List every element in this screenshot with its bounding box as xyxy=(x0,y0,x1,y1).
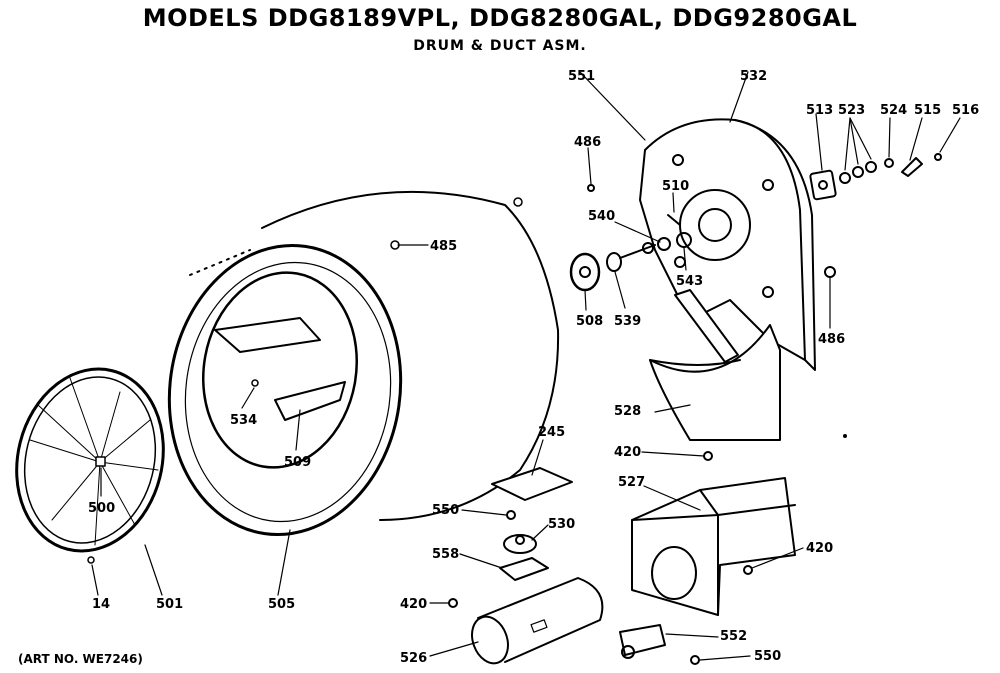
label-513: 513 xyxy=(806,103,833,118)
bracket-558 xyxy=(499,557,549,581)
speck xyxy=(843,434,847,438)
screw-486-right xyxy=(824,266,836,278)
pin-510 xyxy=(667,214,681,226)
washers-523 xyxy=(839,161,877,184)
plate-245 xyxy=(491,467,573,501)
label-558: 558 xyxy=(432,547,459,562)
label-245: 245 xyxy=(538,425,565,440)
label-532: 532 xyxy=(740,69,767,84)
leader-lines xyxy=(91,71,961,661)
label-550-lower: 550 xyxy=(754,649,781,664)
screw-486-upper xyxy=(587,184,595,192)
screw-420-right xyxy=(743,565,753,575)
ring-524 xyxy=(884,158,894,168)
drum xyxy=(167,190,560,536)
label-543: 543 xyxy=(676,274,703,289)
label-486-upper: 486 xyxy=(574,135,601,150)
roller-assembly-540 xyxy=(657,232,692,251)
exhaust-chute xyxy=(674,289,739,363)
label-527: 527 xyxy=(618,475,645,490)
label-524: 524 xyxy=(880,103,907,118)
label-500: 500 xyxy=(88,501,115,516)
label-486-right: 486 xyxy=(818,332,845,347)
shaft-539 xyxy=(606,242,656,272)
thermostat-530 xyxy=(503,534,537,554)
label-552: 552 xyxy=(720,629,747,644)
label-540: 540 xyxy=(588,209,615,224)
label-420-mid: 420 xyxy=(614,445,641,460)
label-509: 509 xyxy=(284,455,311,470)
heater-box-527 xyxy=(631,477,796,616)
rear-bearing-508 xyxy=(569,252,601,292)
label-526: 526 xyxy=(400,651,427,666)
seal-clip-14 xyxy=(87,556,95,564)
front-seal-spokes xyxy=(29,377,159,546)
label-516: 516 xyxy=(952,103,979,118)
front-seal-ring xyxy=(15,367,165,553)
label-539: 539 xyxy=(614,314,641,329)
label-505: 505 xyxy=(268,597,295,612)
label-515: 515 xyxy=(914,103,941,118)
drum-baffle-upper xyxy=(214,317,321,353)
ball-516 xyxy=(934,153,942,161)
label-528: 528 xyxy=(614,404,641,419)
rear-bulkhead xyxy=(639,118,816,371)
drum-baffle-lower xyxy=(274,381,346,421)
label-550-upper: 550 xyxy=(432,503,459,518)
screw-550-upper xyxy=(506,510,516,520)
label-501: 501 xyxy=(156,597,183,612)
label-485: 485 xyxy=(430,239,457,254)
diagram-subtitle: DRUM & DUCT ASM. xyxy=(413,38,587,54)
screw-420-left xyxy=(448,598,458,608)
bearing-housing-513 xyxy=(809,169,837,201)
sensor-552 xyxy=(619,624,666,659)
label-420-left: 420 xyxy=(400,597,427,612)
diagram-title: MODELS DDG8189VPL, DDG8280GAL, DDG9280GA… xyxy=(142,4,858,32)
label-551: 551 xyxy=(568,69,595,84)
label-420-right: 420 xyxy=(806,541,833,556)
screw-420-mid xyxy=(703,451,713,461)
label-530: 530 xyxy=(548,517,575,532)
part-number-labels: 551 532 513 523 524 515 516 486 510 540 … xyxy=(88,69,979,666)
label-14: 14 xyxy=(92,597,110,612)
label-523: 523 xyxy=(838,103,865,118)
label-508: 508 xyxy=(576,314,603,329)
clip-515 xyxy=(901,157,923,177)
art-number: (ART NO. WE7246) xyxy=(18,652,143,666)
label-510: 510 xyxy=(662,179,689,194)
label-534: 534 xyxy=(230,413,257,428)
duct-528 xyxy=(649,324,781,441)
drum-screws xyxy=(251,197,523,387)
heater-tube-526 xyxy=(471,577,604,665)
screw-550-lower xyxy=(690,655,700,665)
